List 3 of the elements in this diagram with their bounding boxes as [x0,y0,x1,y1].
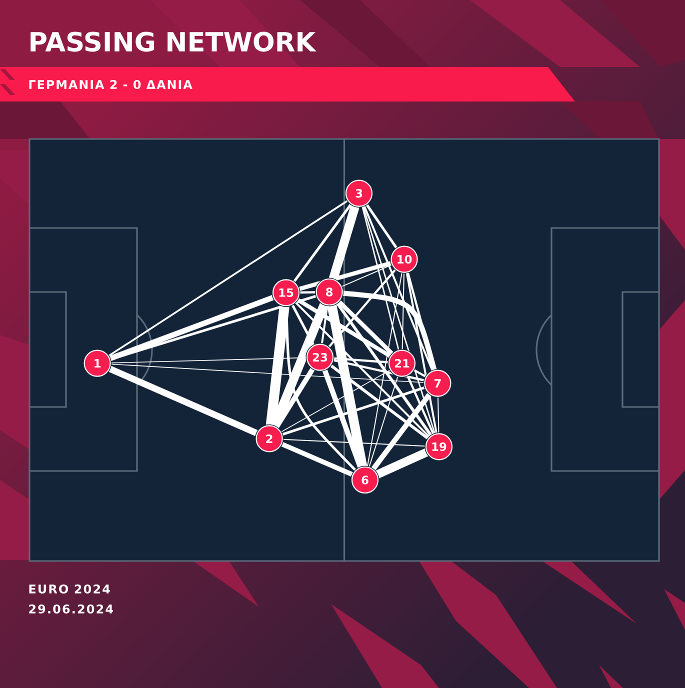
title: PASSING NETWORK [30,32,316,52]
date-label: 29.06.2024 [29,604,113,614]
tournament-label: EURO 2024 [29,584,110,594]
